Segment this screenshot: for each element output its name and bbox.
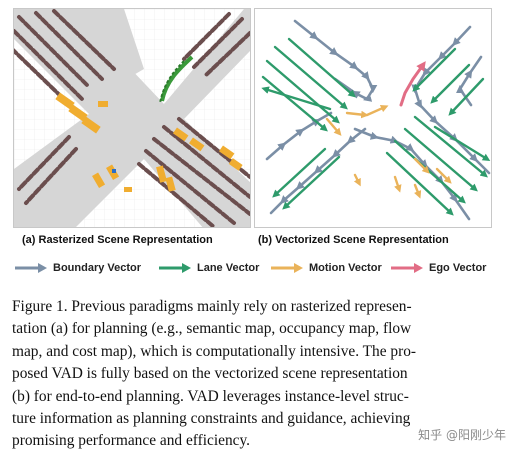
vectorized-scene-image [261,19,491,221]
caption-line: promising performance and efficiency. [12,432,251,450]
legend-label-motion: Motion Vector [309,262,382,274]
caption-line: Figure 1. Previous paradigms mainly rely… [12,298,412,315]
vectorized-scene-panel [254,8,492,228]
caption-line: (b) for end-to-end planning. VAD leverag… [12,387,409,405]
legend: Boundary Vector Lane Vector Motion Vecto… [14,259,504,277]
subcaption-b: (b) Vectorized Scene Representation [258,234,449,246]
caption-line: tation (a) for planning (e.g., semantic … [12,320,412,338]
legend-item-lane: Lane Vector [158,259,259,277]
legend-item-boundary: Boundary Vector [14,259,141,277]
caption-line: ture information as planning constraints… [12,410,411,428]
watermark: 知乎 @阳刚少年 [418,428,506,442]
legend-item-motion: Motion Vector [270,259,382,277]
boundary-vector-icon [15,263,47,273]
motion-vector-icon [271,263,303,273]
figure-caption: Figure 1. Previous paradigms mainly rely… [12,296,482,453]
lane-vector-icon [159,263,191,273]
subcaption-a: (a) Rasterized Scene Representation [22,234,213,246]
legend-label-lane: Lane Vector [197,262,260,274]
caption-line: posed VAD is fully based on the vectoriz… [12,365,408,383]
legend-label-boundary: Boundary Vector [53,262,142,274]
caption-line: map, and cost map), which is computation… [12,342,417,360]
rasterized-scene-panel [13,8,251,228]
legend-item-ego: Ego Vector [390,259,486,277]
ego-vector-icon [391,263,423,273]
legend-label-ego: Ego Vector [429,262,487,274]
rasterized-scene-image [14,9,250,227]
